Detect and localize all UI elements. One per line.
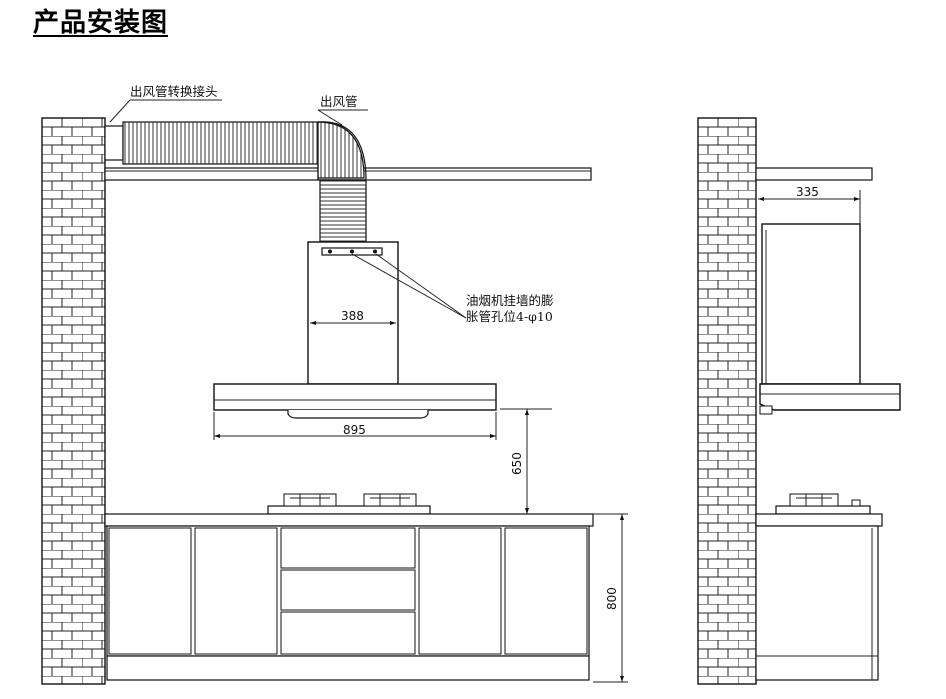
dim-chimney-width: 388 <box>341 309 364 323</box>
side-brick-wall <box>697 117 757 685</box>
dim-height-above-stove: 650 <box>510 452 524 475</box>
duct-vertical <box>319 179 367 243</box>
side-countertop <box>755 513 883 527</box>
page-title: 产品安装图 <box>33 8 169 38</box>
front-view: 出风管转换接头 出风管 油烟机挂墙的膨 胀管孔位4-φ10 388 895 <box>41 84 628 685</box>
dim-cabinet-height: 800 <box>605 587 619 610</box>
side-cabinet <box>755 525 879 681</box>
dim-side-depth: 335 <box>796 185 819 199</box>
label-mount-holes-1: 油烟机挂墙的膨 <box>466 293 554 308</box>
duct-horizontal <box>122 121 319 165</box>
outlet-adapter <box>104 125 124 161</box>
side-gas-stove <box>775 493 871 515</box>
side-chimney <box>761 223 861 385</box>
countertop <box>104 513 594 527</box>
side-shelf <box>755 167 873 181</box>
label-mount-holes-2: 胀管孔位4-φ10 <box>466 309 553 324</box>
side-view: 335 <box>697 117 901 685</box>
side-hood <box>759 383 901 411</box>
label-duct: 出风管 <box>320 94 358 109</box>
hood-filter-strip <box>287 410 429 419</box>
hood-body <box>213 383 497 411</box>
dim-hood-width: 895 <box>343 423 366 437</box>
duct-elbow <box>317 121 365 179</box>
label-outlet-adapter: 出风管转换接头 <box>130 84 218 99</box>
chimney-cover <box>307 241 399 385</box>
gas-stove <box>267 493 431 515</box>
cabinets <box>106 525 590 681</box>
brick-wall <box>41 117 106 685</box>
